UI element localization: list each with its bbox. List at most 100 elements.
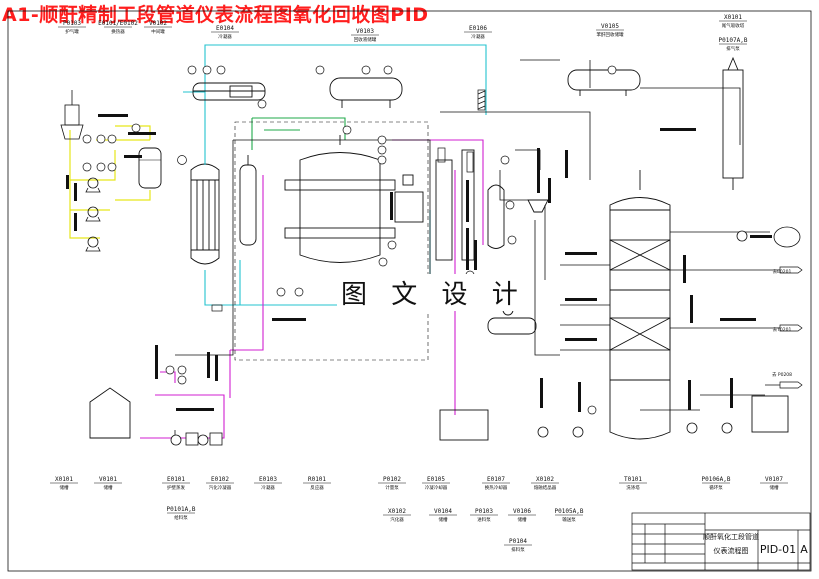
bottom-code: E0103 — [259, 476, 277, 483]
offpage-label-2: 去 P0208 — [772, 371, 792, 378]
top-name: 尾气吸收塔 — [722, 22, 745, 29]
top-code: V0105 — [601, 23, 619, 30]
top-code: E0101/E0102 — [98, 20, 138, 27]
storage-tank-x0101 — [89, 387, 131, 439]
tag-bars-right — [155, 128, 772, 412]
bottom-code: X0102 — [536, 476, 554, 483]
bottom-name: 护壁蒸发 — [167, 484, 185, 491]
offpage-label-1: 去T0201 — [773, 326, 792, 333]
flow-meters — [211, 89, 486, 312]
tag-bars-left — [66, 114, 156, 231]
drum-v0102 — [138, 147, 162, 189]
bottom-code: V0107 — [765, 476, 783, 483]
top-code: P0107A,B — [719, 37, 748, 44]
black-process-lines — [174, 59, 790, 438]
bottom-code: T0101 — [624, 476, 642, 483]
bottom-code: P0103 — [475, 508, 493, 515]
tank-v0106 — [439, 409, 489, 441]
offpage-label-0: 去E0201 — [773, 268, 792, 275]
bottom-code: P0102 — [383, 476, 401, 483]
bottom-name: 冷凝器 — [261, 484, 275, 491]
instrument-bubbles-left — [82, 123, 187, 172]
heat-exchanger-e0101 — [190, 163, 220, 265]
receiver-v0103 — [329, 77, 403, 108]
title-block-drawing-no: PID-01 — [760, 543, 796, 556]
pumps-bottom-left — [170, 432, 223, 446]
instrument-bubbles-center — [165, 65, 617, 415]
top-code: V0103 — [356, 28, 374, 35]
bottom-code: P0105A,B — [555, 508, 584, 515]
bottom-code: E0102 — [211, 476, 229, 483]
bottom-code: X0102 — [388, 508, 406, 515]
watermark-text: 图 文 设 计 — [337, 274, 530, 311]
top-name: 中间罐 — [151, 28, 165, 35]
bottom-name: 给料泵 — [174, 514, 188, 521]
bottom-name: 输送泵 — [562, 516, 576, 523]
offpage-arrows — [779, 266, 803, 389]
title-block-revision: A — [800, 543, 808, 556]
drawing-title: A1-顺酐精制工段管道仪表流程图氧化回收图PID — [2, 4, 429, 26]
bottom-name: 换热冷却器 — [485, 484, 508, 491]
top-code: P0103 — [63, 20, 81, 27]
bottom-name: 储槽 — [104, 484, 113, 491]
bottom-name: 熔融结晶器 — [534, 484, 557, 491]
bottom-name: 洗涤塔 — [626, 484, 640, 491]
title-block-drawing-name: 仪表流程图 — [714, 546, 749, 555]
bottom-code: R0101 — [308, 476, 326, 483]
bottom-name: 排料泵 — [511, 546, 525, 553]
bottom-name: 储槽 — [439, 516, 448, 523]
bottom-name: 汽化器 — [390, 516, 404, 523]
bottom-code: E0101 — [167, 476, 185, 483]
top-name: 回收液储罐 — [354, 36, 377, 43]
title-block-frame — [631, 512, 811, 571]
bottom-code: P0101A,B — [167, 506, 196, 513]
top-name: 排气泵 — [726, 45, 740, 52]
bottom-code: P0106A,B — [702, 476, 731, 483]
pump-rack-left — [60, 90, 101, 252]
title-block-project: 顺酐氧化工段管道 — [703, 532, 759, 541]
bottom-name: 汽化冷凝器 — [209, 484, 232, 491]
top-code: E0106 — [469, 25, 487, 32]
top-code: V0102 — [149, 20, 167, 27]
top-name: 冷凝器 — [471, 33, 485, 40]
pumps-bottom-right — [537, 226, 801, 438]
top-name: 冷凝器 — [218, 33, 232, 40]
bottom-code: X0101 — [55, 476, 73, 483]
top-name: 护气罐 — [65, 28, 79, 35]
bottom-name: 冷凝冷却器 — [425, 484, 448, 491]
top-code: E0104 — [216, 25, 234, 32]
bottom-code: V0104 — [434, 508, 452, 515]
bottom-code: E0107 — [487, 476, 505, 483]
bottom-code: P0104 — [509, 538, 527, 545]
bottom-name: 计量泵 — [385, 484, 399, 491]
bottom-code: V0106 — [513, 508, 531, 515]
stack-x0101 — [722, 56, 744, 190]
bottom-name: 循环泵 — [709, 484, 723, 491]
column-e0105 — [239, 149, 549, 261]
